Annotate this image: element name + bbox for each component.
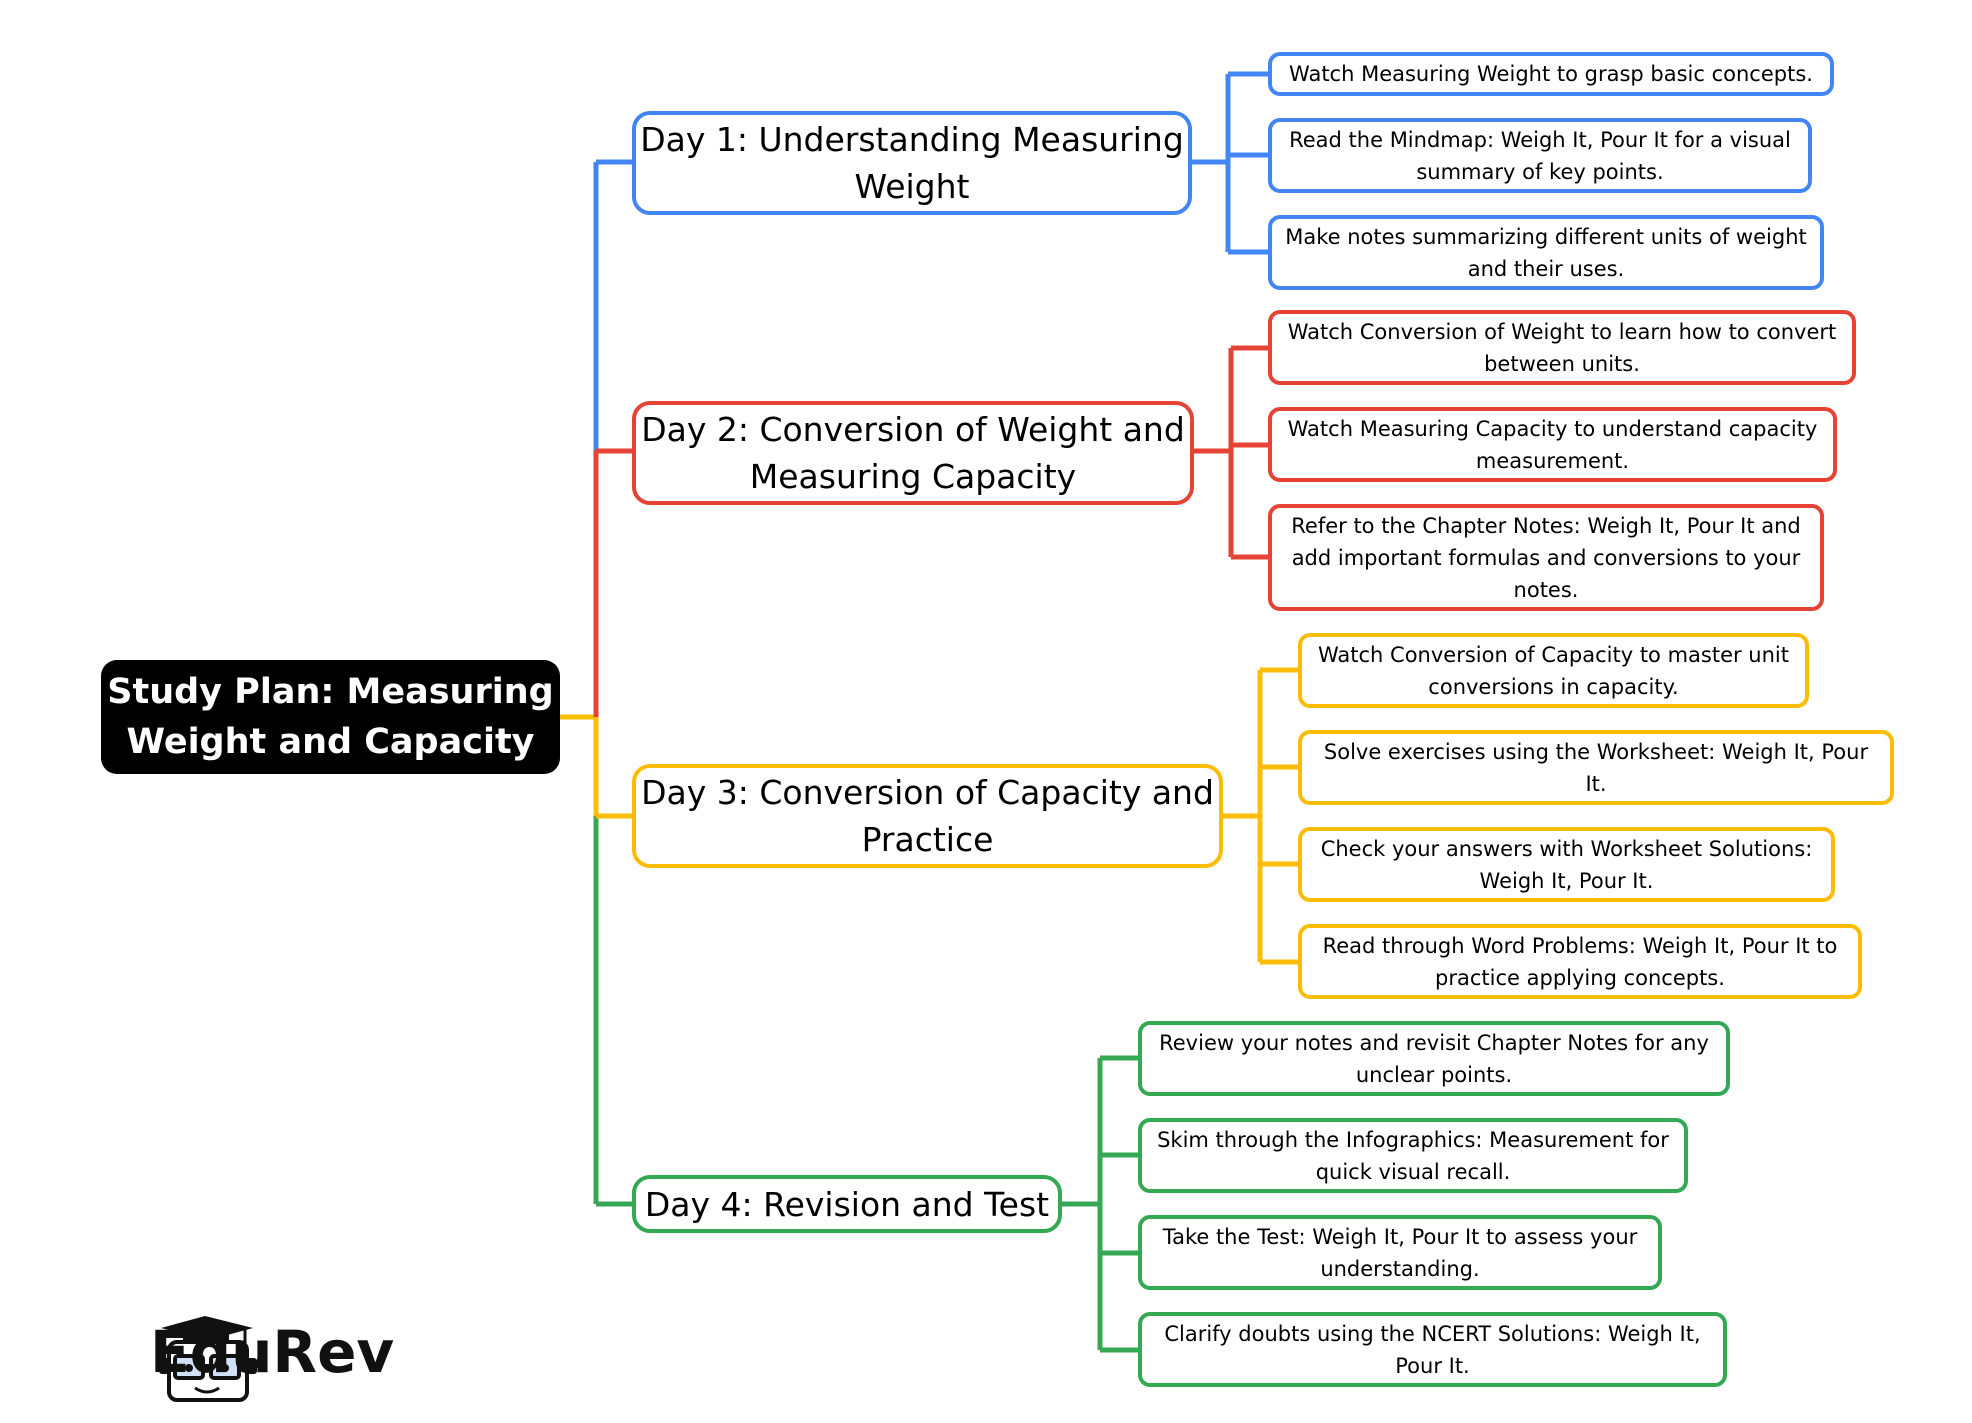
day-4-title-line1: Day 4: Revision and Test xyxy=(644,1184,1050,1224)
task-line: Refer to the Chapter Notes: Weigh It, Po… xyxy=(1291,513,1801,538)
task-line: Weigh It, Pour It. xyxy=(1479,868,1654,893)
task-line: Review your notes and revisit Chapter No… xyxy=(1159,1030,1709,1055)
day-4-task-1: Review your notes and revisit Chapter No… xyxy=(1138,1021,1730,1096)
task-line: Solve exercises using the Worksheet: Wei… xyxy=(1323,739,1869,764)
task-line: measurement. xyxy=(1475,448,1630,473)
day-1-task-2: Read the Mindmap: Weigh It, Pour It for … xyxy=(1268,118,1812,193)
task-line: and their uses. xyxy=(1467,256,1625,281)
day-4-task-2: Skim through the Infographics: Measureme… xyxy=(1138,1118,1688,1193)
day-3-task-3: Check your answers with Worksheet Soluti… xyxy=(1298,827,1835,902)
day-3-task-4: Read through Word Problems: Weigh It, Po… xyxy=(1298,924,1862,999)
day-4-node: Day 4: Revision and Test xyxy=(632,1175,1062,1233)
task-line: practice applying concepts. xyxy=(1435,965,1725,990)
day-4-task-4: Clarify doubts using the NCERT Solutions… xyxy=(1138,1312,1727,1387)
root-node: Study Plan: Measuring Weight and Capacit… xyxy=(101,660,560,774)
task-line: add important formulas and conversions t… xyxy=(1291,545,1801,570)
task-line: Watch Measuring Capacity to understand c… xyxy=(1287,416,1818,441)
day-2-task-2: Watch Measuring Capacity to understand c… xyxy=(1268,407,1837,482)
day-2-title-line1: Day 2: Conversion of Weight and xyxy=(641,410,1185,449)
task-line: notes. xyxy=(1513,577,1579,602)
day-4-task-3: Take the Test: Weigh It, Pour It to asse… xyxy=(1138,1215,1662,1290)
day-1-title-line1: Day 1: Understanding Measuring xyxy=(640,120,1184,159)
task-line: Read through Word Problems: Weigh It, Po… xyxy=(1322,933,1838,958)
day-2-task-3: Refer to the Chapter Notes: Weigh It, Po… xyxy=(1268,504,1824,611)
day-3-task-2: Solve exercises using the Worksheet: Wei… xyxy=(1298,730,1894,805)
task-line: quick visual recall. xyxy=(1315,1159,1511,1184)
task-line: Watch Measuring Weight to grasp basic co… xyxy=(1289,62,1813,86)
task-line: Watch Conversion of Capacity to master u… xyxy=(1317,642,1789,667)
root-title-line2: Weight and Capacity xyxy=(126,722,535,762)
task-line: summary of key points. xyxy=(1416,159,1664,184)
task-line: Take the Test: Weigh It, Pour It to asse… xyxy=(1162,1224,1638,1249)
day-2-title-line2: Measuring Capacity xyxy=(749,457,1077,496)
task-line: between units. xyxy=(1484,351,1640,376)
day-3-title-line2: Practice xyxy=(861,820,994,859)
day-3-node: Day 3: Conversion of Capacity and Practi… xyxy=(632,764,1223,868)
edurev-logo-text: EduRev xyxy=(150,1318,395,1386)
day-2-node: Day 2: Conversion of Weight and Measurin… xyxy=(632,401,1194,505)
task-line: unclear points. xyxy=(1355,1062,1513,1087)
task-line: Check your answers with Worksheet Soluti… xyxy=(1320,836,1813,861)
task-line: Clarify doubts using the NCERT Solutions… xyxy=(1164,1321,1701,1346)
day-2-task-1: Watch Conversion of Weight to learn how … xyxy=(1268,310,1856,385)
root-title-line1: Study Plan: Measuring xyxy=(107,672,554,712)
task-line: Pour It. xyxy=(1395,1353,1470,1378)
task-line: Read the Mindmap: Weigh It, Pour It for … xyxy=(1289,127,1791,152)
day-3-title-line1: Day 3: Conversion of Capacity and xyxy=(641,773,1214,812)
day-1-title-line2: Weight xyxy=(854,167,970,206)
task-line: Make notes summarizing different units o… xyxy=(1285,224,1807,249)
task-line: understanding. xyxy=(1320,1256,1480,1281)
day-3-task-1: Watch Conversion of Capacity to master u… xyxy=(1298,633,1809,708)
day-1-node: Day 1: Understanding Measuring Weight xyxy=(632,111,1192,215)
task-line: Watch Conversion of Weight to learn how … xyxy=(1287,319,1837,344)
graduation-cap-mascot-icon xyxy=(159,1316,257,1402)
task-line: Skim through the Infographics: Measureme… xyxy=(1157,1127,1669,1152)
day-1-task-1: Watch Measuring Weight to grasp basic co… xyxy=(1268,52,1834,96)
day-1-task-3: Make notes summarizing different units o… xyxy=(1268,215,1824,290)
task-line: It. xyxy=(1585,771,1607,796)
task-line: conversions in capacity. xyxy=(1428,674,1679,699)
